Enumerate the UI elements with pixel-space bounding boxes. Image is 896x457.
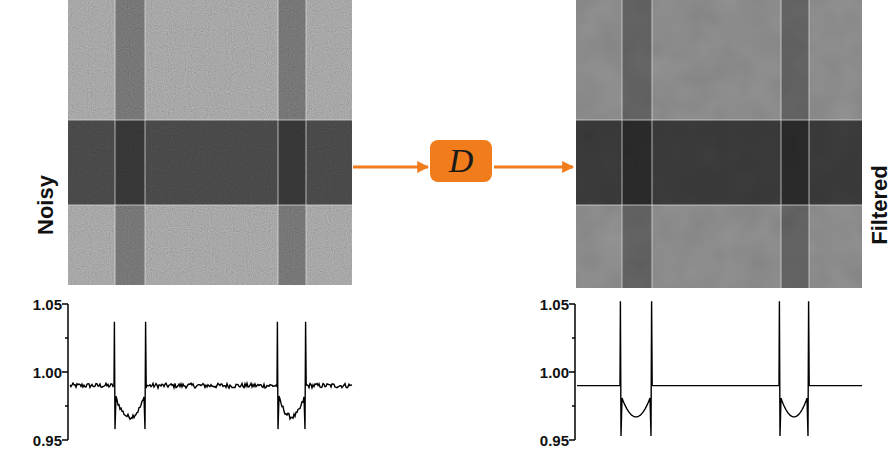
band-edge (68, 205, 352, 206)
axis-tick (62, 303, 68, 305)
image-label: Noisy (35, 175, 57, 235)
image-label: Filtered (869, 165, 891, 244)
band-edge (68, 120, 352, 121)
band-edge (576, 120, 862, 121)
axis-tick (65, 337, 68, 339)
filtered-image (576, 0, 862, 288)
tick-label: 1.05 (33, 297, 62, 312)
tick-label: 1.05 (540, 297, 569, 312)
band-edge (781, 0, 782, 288)
noisy-image (68, 0, 352, 285)
axis-tick (65, 405, 68, 407)
band-edge (145, 0, 146, 285)
axis-tick (62, 371, 68, 373)
flow-arrow (494, 166, 573, 169)
image-ground (68, 0, 352, 285)
axis-tick (569, 303, 575, 305)
profile-curve (70, 322, 352, 429)
tick-label: 1.00 (33, 365, 62, 380)
image-texture (68, 0, 352, 285)
band-edge (278, 0, 279, 285)
band-edge (306, 0, 307, 285)
operator-box: D (430, 140, 492, 182)
profile-curve (577, 301, 862, 436)
profile-plot (62, 304, 352, 440)
tick-label: 0.95 (540, 433, 569, 448)
axis-tick (569, 439, 575, 441)
axis-tick (62, 439, 68, 441)
band-edge (809, 0, 810, 288)
image-texture (576, 0, 862, 288)
axis-tick (572, 405, 575, 407)
profile-plot (569, 301, 862, 440)
band-edge (115, 0, 116, 285)
operator-symbol: D (449, 144, 474, 178)
image-ground (576, 0, 862, 288)
band-edge (652, 0, 653, 288)
tick-label: 1.00 (540, 365, 569, 380)
band-edge (622, 0, 623, 288)
band-edge (576, 205, 862, 206)
axis-tick (569, 371, 575, 373)
tick-label: 0.95 (33, 433, 62, 448)
flow-arrow (353, 166, 428, 169)
axis-tick (572, 337, 575, 339)
